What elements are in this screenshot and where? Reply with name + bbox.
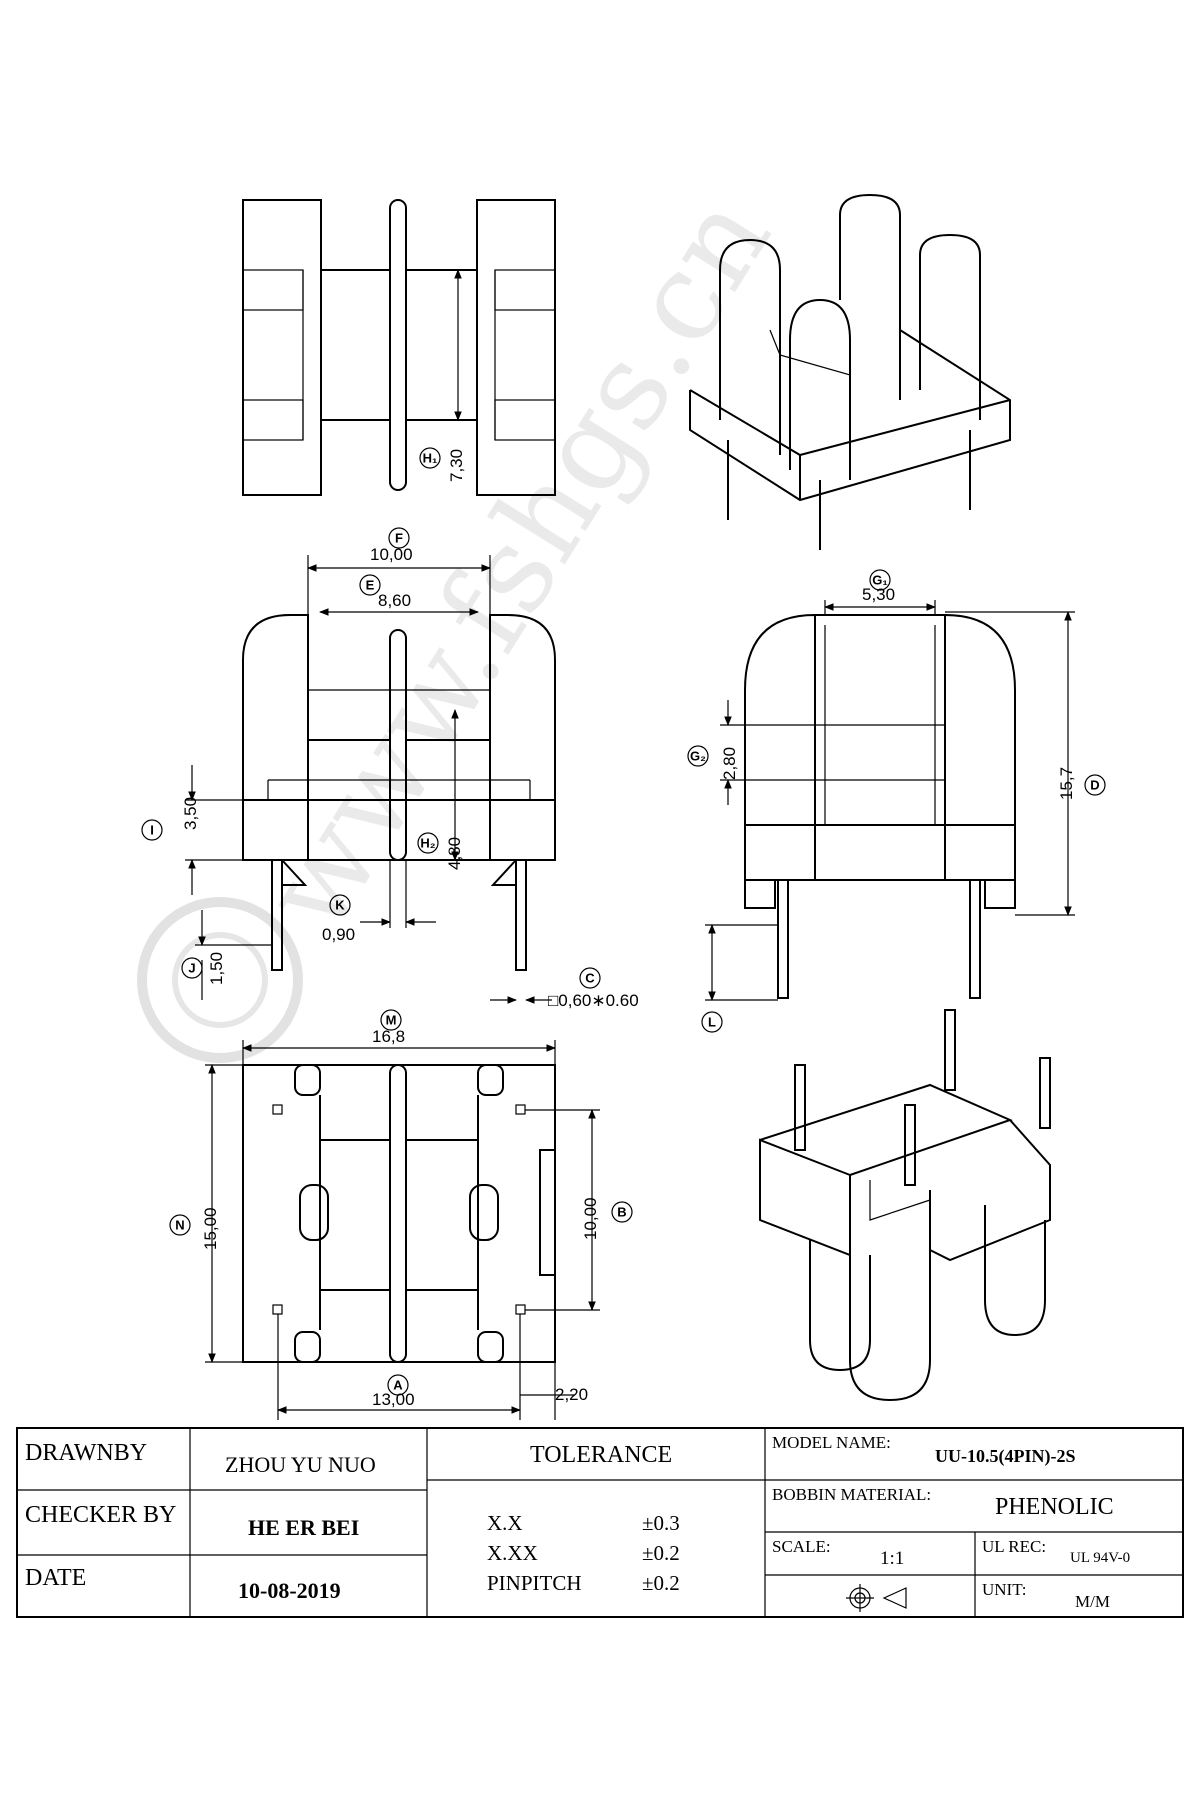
projection-symbol-icon (846, 1584, 907, 1612)
tolerance-value: ±0.3 (642, 1511, 680, 1535)
dim-e-label: E (366, 578, 375, 593)
date-value: 10-08-2019 (238, 1578, 341, 1603)
dim-b-label: B (617, 1205, 626, 1220)
tolerance-label: TOLERANCE (530, 1442, 672, 1468)
dim-c-value: □0,60∗0.60 (548, 991, 639, 1010)
dim-f-label: F (395, 531, 403, 546)
dim-g2-value: 2,80 (720, 747, 739, 780)
watermark-logo-icon (137, 897, 303, 1063)
dim-m-label: M (386, 1013, 397, 1028)
dim-n-value: 15,00 (201, 1207, 220, 1250)
model-label: MODEL NAME: (772, 1433, 891, 1452)
dim-a-label: A (393, 1378, 403, 1393)
tolerance-name: PINPITCH (487, 1571, 582, 1595)
date-label: DATE (25, 1565, 86, 1591)
drawn-by-value: ZHOU YU NUO (225, 1452, 376, 1477)
ul-value: UL 94V-0 (1070, 1550, 1130, 1566)
dim-i-label: I (150, 823, 154, 838)
dim-d-value: 15,7 (1057, 767, 1076, 800)
tolerance-value: ±0.2 (642, 1571, 680, 1595)
watermark: www.fshgs.cn (137, 172, 798, 1063)
drawn-by-label: DRAWNBY (25, 1440, 147, 1466)
dim-k-label: K (335, 898, 345, 913)
material-label: BOBBIN MATERIAL: (772, 1485, 931, 1504)
dim-g2-label: G₂ (690, 749, 706, 764)
dim-f-value: 10,00 (370, 545, 413, 564)
isometric-view-top (689, 193, 1011, 550)
title-block: DRAWNBY ZHOU YU NUO CHECKER BY HE ER BEI… (16, 1427, 1184, 1618)
top-view: 7,30 H₁ (242, 199, 556, 496)
dim-j-value: 1,50 (207, 952, 226, 985)
scale-value: 1:1 (880, 1548, 904, 1569)
bottom-view: 16,8 M 15,00 N 10,00 B 13,00 A 2,20 (169, 1009, 633, 1420)
dim-h1-label: H₁ (423, 451, 438, 466)
tolerance-value: ±0.2 (642, 1541, 680, 1565)
dim-h2-value: 4,80 (445, 837, 464, 870)
unit-value: M/M (1075, 1592, 1110, 1611)
tolerance-name: X.X (487, 1511, 523, 1535)
dim-a-value: 13,00 (372, 1390, 415, 1409)
front-view: 10,00 F 8,60 E 3,50 I 1,50 J 4,80 H₂ 0,9… (141, 527, 639, 1010)
isometric-view-bottom (759, 1009, 1051, 1402)
side-view: 5,30 G₁ 2,80 G₂ 15,7 D L (687, 569, 1106, 1033)
dim-j-label: J (188, 961, 195, 976)
scale-label: SCALE: (772, 1537, 831, 1556)
dim-n-label: N (175, 1218, 184, 1233)
material-value: PHENOLIC (995, 1494, 1114, 1520)
dim-g1-value: 5,30 (862, 585, 895, 604)
ul-label: UL REC: (982, 1537, 1046, 1556)
dim-g1-label: G₁ (872, 573, 888, 588)
model-value: UU-10.5(4PIN)-2S (935, 1446, 1075, 1467)
dim-m-value: 16,8 (372, 1027, 405, 1046)
checker-label: CHECKER BY (25, 1502, 176, 1528)
dim-c-label: C (585, 971, 595, 986)
dim-d-label: D (1090, 778, 1099, 793)
dim-i-value: 3,50 (181, 797, 200, 830)
dim-l-label: L (708, 1015, 716, 1030)
dim-e-value: 8,60 (378, 591, 411, 610)
checker-value: HE ER BEI (248, 1515, 359, 1540)
dim-h2-label: H₂ (420, 836, 435, 851)
dim-a2-value: 2,20 (555, 1385, 588, 1404)
tolerance-name: X.XX (487, 1541, 538, 1565)
dim-b-value: 10,00 (581, 1197, 600, 1240)
dim-h1-value: 7,30 (447, 449, 466, 482)
dim-k-value: 0,90 (322, 925, 355, 944)
unit-label: UNIT: (982, 1580, 1026, 1599)
